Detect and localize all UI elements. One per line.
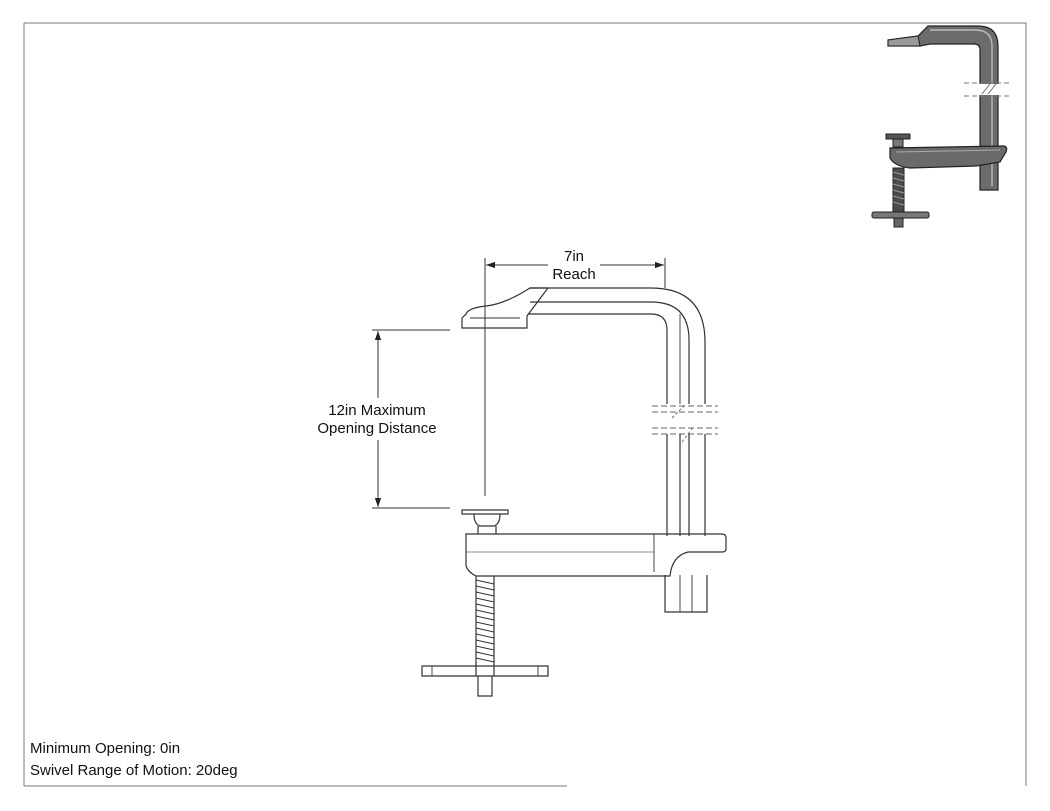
screw-threads [475,579,495,663]
clamp-drawing [421,287,727,697]
opening-dimension [372,329,450,509]
minimum-opening-note: Minimum Opening: 0in [30,740,181,757]
reach-dimension [484,258,666,496]
opening-line-2: Opening Distance [317,420,436,437]
reach-label: Reach [552,266,595,283]
swivel-range-note: Swivel Range of Motion: 20deg [30,762,238,779]
sheet-border [23,22,1027,787]
clamp-thumbnail [871,25,1010,228]
break-lines [652,405,718,435]
reach-value: 7in [564,248,584,265]
opening-line-1: 12in Maximum [328,402,426,419]
